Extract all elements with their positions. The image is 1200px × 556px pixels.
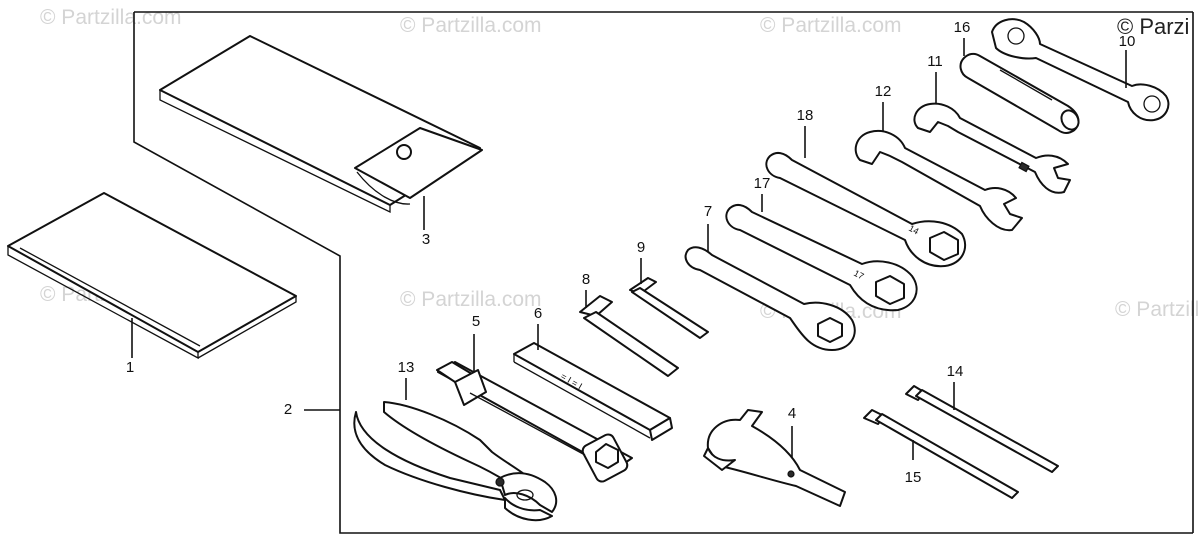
callout-6: 6 [534, 305, 542, 322]
callout-14: 14 [947, 363, 964, 380]
part-tool-bag [159, 35, 483, 214]
callout-2: 2 [284, 401, 292, 418]
part-box-wrench-7 [684, 246, 856, 351]
wrench-stamp-17: 17 [852, 268, 866, 282]
part-screwdriver-15 [863, 409, 1019, 499]
callout-5: 5 [472, 313, 480, 330]
callout-labels: 1 2 3 4 5 6 7 8 9 10 11 12 13 14 15 16 1… [126, 19, 1136, 486]
callout-17: 17 [754, 175, 771, 192]
part-owners-manual [7, 192, 297, 360]
copyright-corner: © Parzi [1117, 14, 1190, 39]
leader-lines [131, 38, 1127, 460]
part-open-wrench-11 [913, 102, 1071, 194]
callout-16: 16 [954, 19, 971, 36]
callout-7: 7 [704, 203, 712, 220]
part-ring-wrench-10 [991, 18, 1170, 122]
callout-10: 10 [1119, 33, 1136, 50]
callout-15: 15 [905, 469, 922, 486]
callout-9: 9 [637, 239, 645, 256]
callout-4: 4 [788, 405, 796, 422]
part-box-wrench-17: 17 [725, 203, 918, 312]
callout-1: 1 [126, 359, 134, 376]
part-hex-key-small [629, 277, 709, 339]
callout-11: 11 [927, 53, 943, 70]
part-pliers [353, 401, 558, 522]
part-box-wrench-18: 14 [765, 151, 967, 268]
wrench-stamp-18: 14 [907, 223, 921, 237]
part-hex-key-large [579, 295, 679, 377]
callout-8: 8 [582, 271, 590, 288]
part-open-wrench-12 [854, 130, 1023, 232]
part-spark-plug-wrench [436, 361, 633, 483]
callout-12: 12 [875, 83, 892, 100]
part-screwdriver-14 [905, 385, 1059, 473]
callout-13: 13 [398, 359, 415, 376]
frame-outline [133, 11, 1194, 534]
part-pin-spanner [703, 409, 846, 507]
callout-3: 3 [422, 231, 430, 248]
part-screwdriver-handle [959, 52, 1080, 134]
callout-18: 18 [797, 107, 814, 124]
